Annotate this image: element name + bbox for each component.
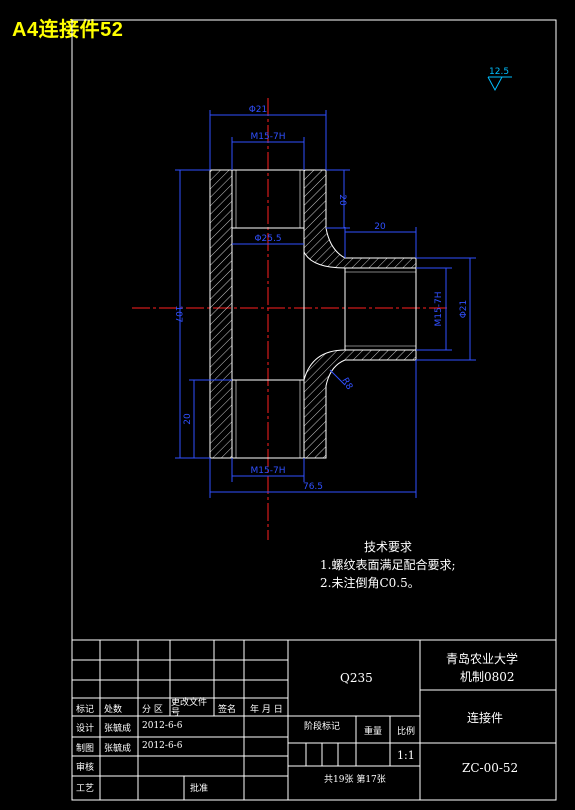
dim-top-width: Φ21 bbox=[249, 105, 268, 115]
check-label: 审核 bbox=[76, 763, 95, 773]
dim-inner-dia: Φ25.5 bbox=[254, 234, 281, 244]
dim-total-height: 107 bbox=[173, 305, 183, 322]
dim-top-depth: 20 bbox=[337, 194, 347, 206]
drawing-title: A4连接件52 bbox=[12, 19, 124, 41]
center-lines bbox=[132, 98, 448, 540]
row-label-count: 处数 bbox=[104, 705, 123, 715]
tech-requirements: 技术要求 1.螺纹表面满足配合要求; 2.未注倒角C0.5。 bbox=[320, 538, 456, 592]
draw-name: 张毓成 bbox=[104, 744, 132, 754]
approve-label: 批准 bbox=[190, 784, 209, 794]
stage-label: 阶段标记 bbox=[304, 722, 341, 732]
scale-label: 比例 bbox=[397, 727, 416, 737]
draw-label: 制图 bbox=[76, 744, 95, 754]
design-date: 2012-6-6 bbox=[142, 721, 183, 731]
title-block-grid bbox=[71, 639, 557, 801]
row-label-zone: 分 区 bbox=[142, 705, 163, 715]
roughness-symbol bbox=[487, 76, 512, 92]
weight-label: 重量 bbox=[364, 727, 383, 737]
scale-value: 1:1 bbox=[397, 749, 415, 762]
sheet-count: 共19张 第17张 bbox=[324, 775, 386, 785]
class-name: 机制0802 bbox=[460, 670, 515, 684]
part-name: 连接件 bbox=[467, 711, 504, 725]
row-label-sign: 签名 bbox=[218, 705, 237, 715]
design-name: 张毓成 bbox=[104, 724, 132, 734]
dim-right-length: 20 bbox=[374, 222, 386, 232]
process-label: 工艺 bbox=[76, 784, 95, 794]
dim-bottom-thread: M15-7H bbox=[251, 466, 286, 476]
roughness-value: 12.5 bbox=[489, 67, 509, 77]
draw-date: 2012-6-6 bbox=[142, 741, 183, 751]
row-label-mark: 标记 bbox=[76, 705, 95, 715]
part-body bbox=[209, 169, 417, 459]
tech-req-heading: 技术要求 bbox=[364, 540, 413, 554]
dim-bottom-depth: 20 bbox=[183, 413, 193, 425]
dim-right-thread: M15-7H bbox=[434, 292, 444, 327]
dimension-lines bbox=[175, 110, 476, 498]
dim-top-thread: M15-7H bbox=[251, 132, 286, 142]
material-label: Q235 bbox=[340, 671, 373, 685]
dim-right-dia: Φ21 bbox=[459, 300, 469, 319]
row-label-date: 年 月 日 bbox=[250, 705, 283, 715]
dim-total-width: 76.5 bbox=[303, 482, 323, 492]
school-name: 青岛农业大学 bbox=[446, 652, 519, 666]
tech-req-item-2: 2.未注倒角C0.5。 bbox=[320, 576, 420, 590]
dim-radius: R8 bbox=[339, 376, 354, 392]
tech-req-item-1: 1.螺纹表面满足配合要求; bbox=[320, 558, 456, 572]
design-label: 设计 bbox=[76, 724, 95, 734]
row-label-change-doc: 更改文件号 bbox=[171, 698, 208, 718]
drawing-number: ZC-00-52 bbox=[462, 761, 519, 775]
